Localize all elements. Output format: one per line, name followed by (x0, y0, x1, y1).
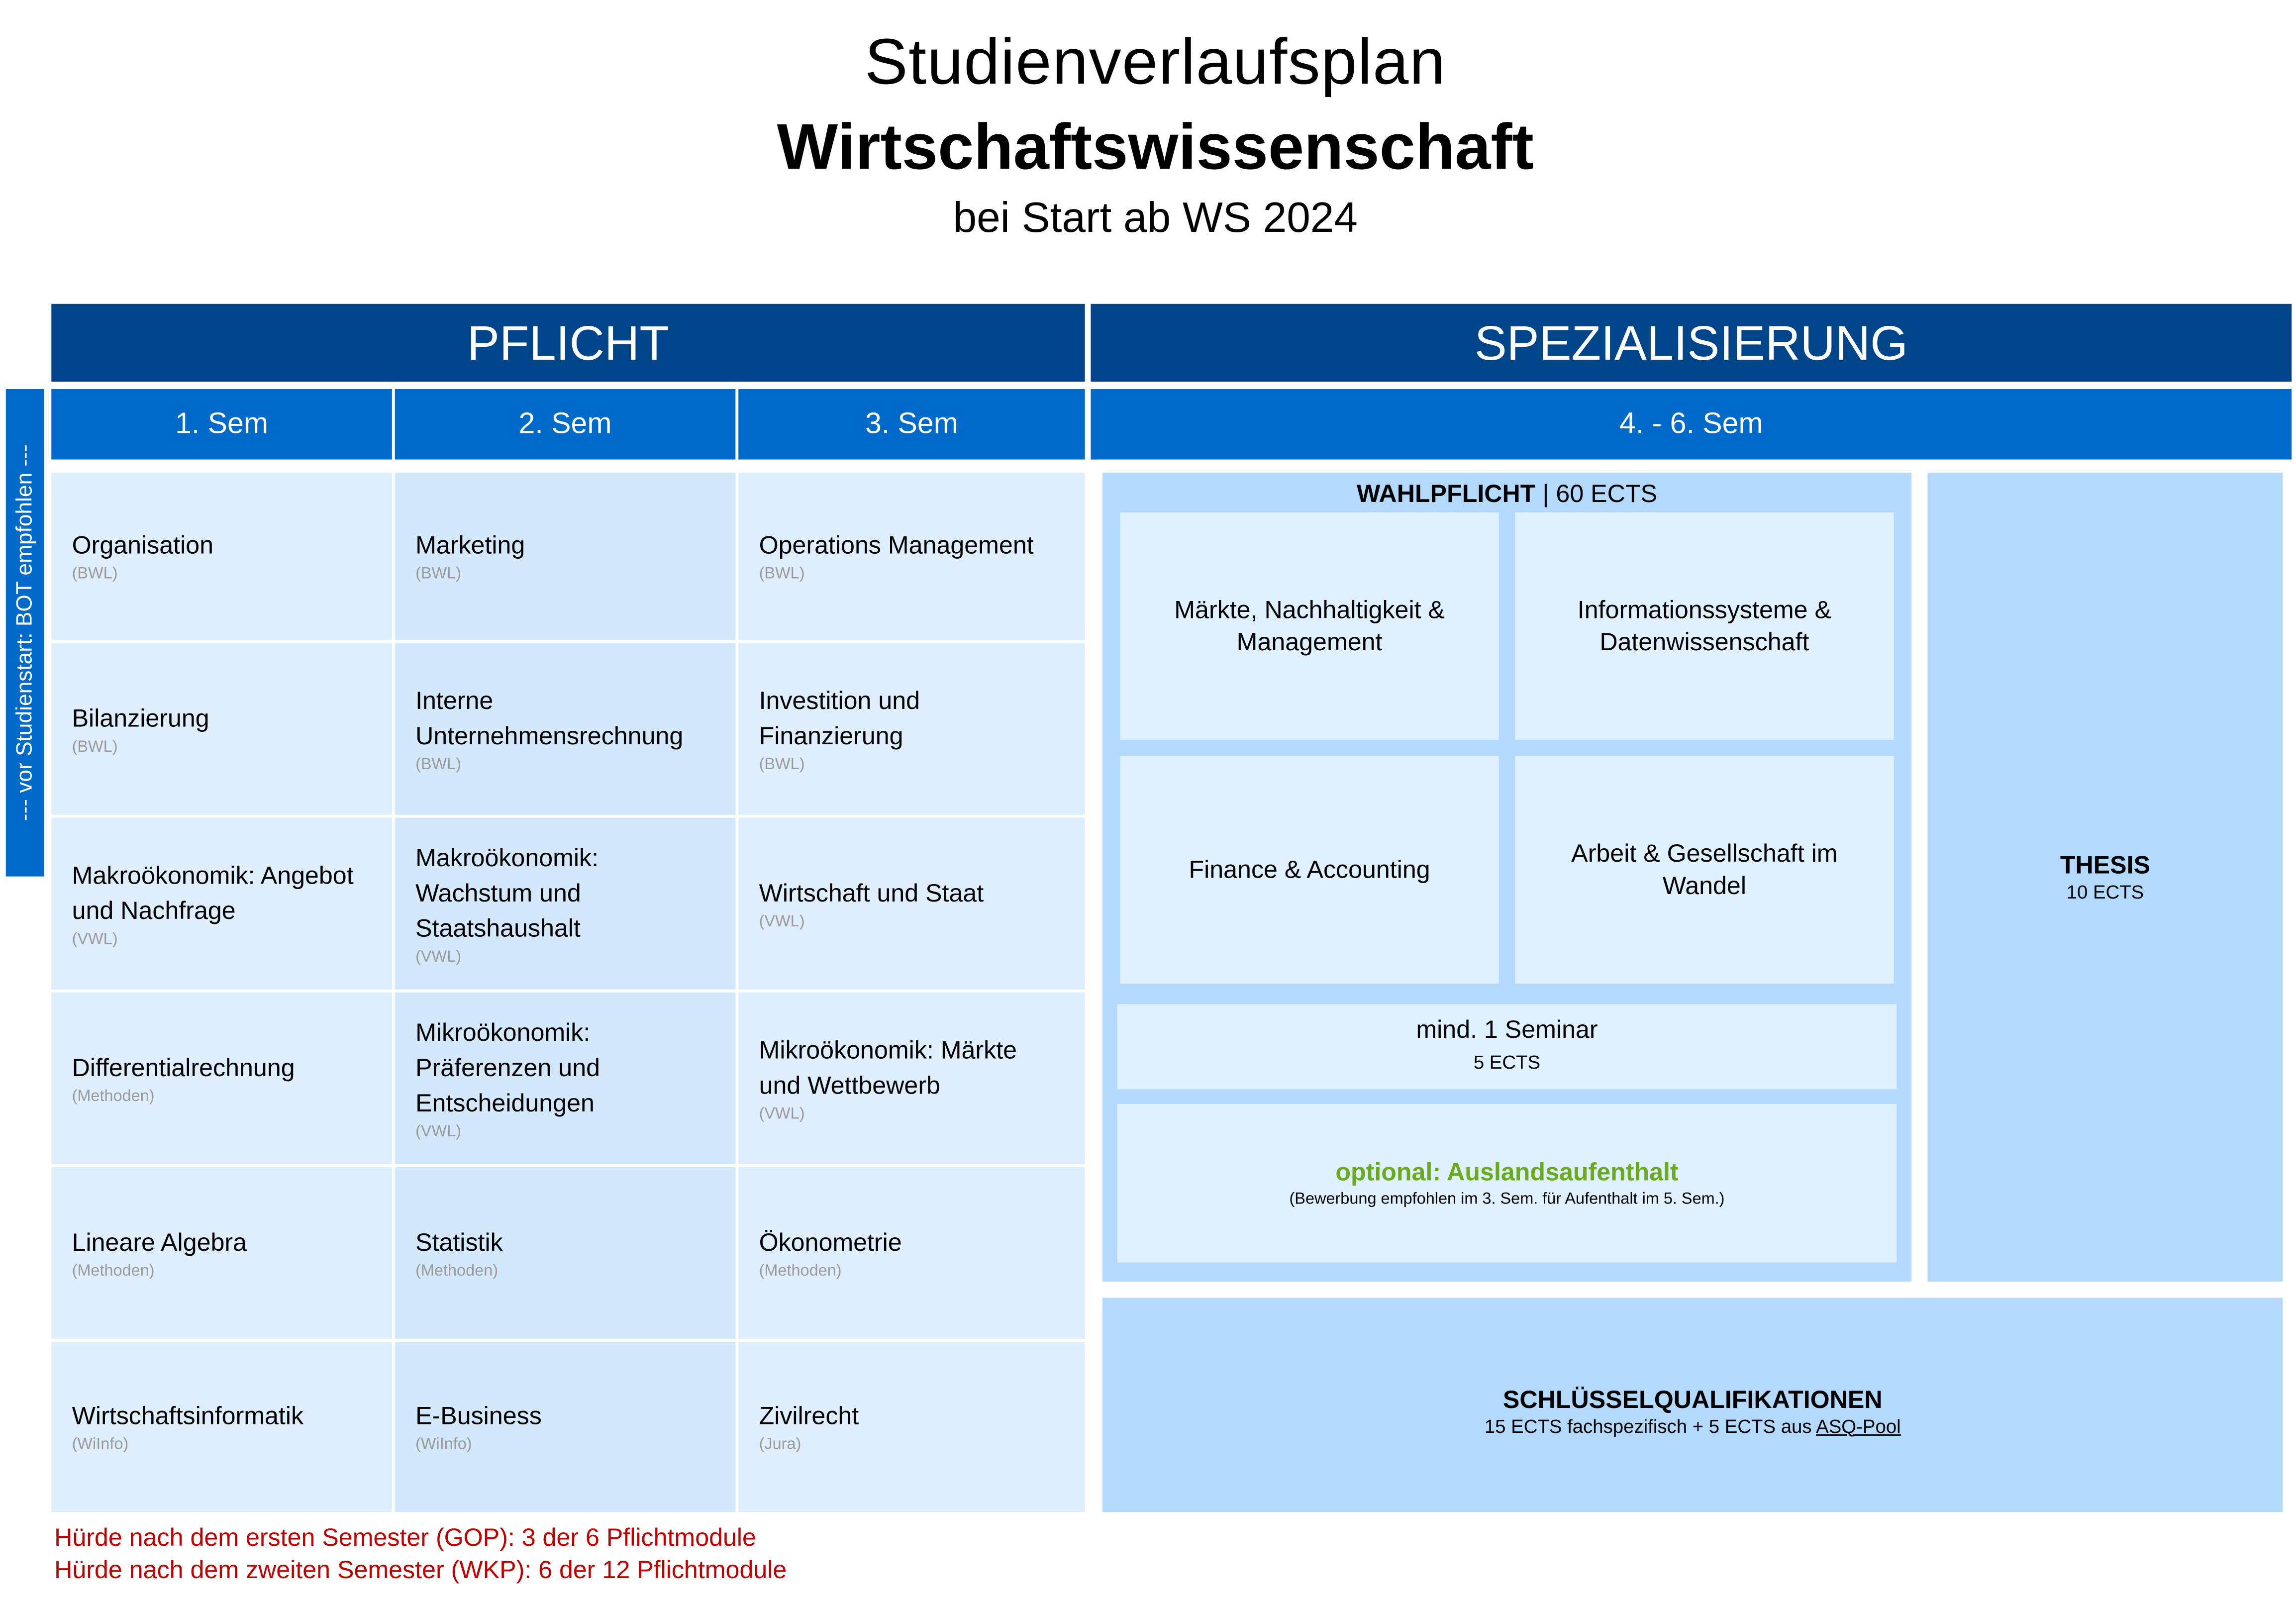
module-cell: Wirtschaft und Staat (VWL) (738, 817, 1085, 990)
module-cell: Mikroökonomik: Präferenzen und Entscheid… (395, 992, 736, 1164)
area-label: Märkte, Nachhaltigkeit & Management (1174, 595, 1445, 656)
module-cell: E-Business (WiInfo) (395, 1342, 736, 1512)
module-area: (Methoden) (415, 1262, 499, 1280)
separator: | (1542, 480, 1549, 508)
module-name: Statistik (415, 1228, 503, 1256)
module-name: Zivilrecht (759, 1402, 859, 1430)
module-cell: Bilanzierung (BWL) (51, 643, 392, 815)
seminar-box: mind. 1 Seminar 5 ECTS (1117, 1004, 1897, 1090)
module-name: Organisation (72, 531, 214, 560)
subtitle: bei Start ab WS 2024 (953, 195, 1358, 242)
schluesselqualifikationen-box: SCHLÜSSELQUALIFIKATIONEN 15 ECTS fachspe… (1102, 1298, 2283, 1512)
abroad-label: optional: Auslandsaufenthalt (1335, 1157, 1679, 1186)
module-area: (WiInfo) (415, 1435, 472, 1454)
module-area: (VWL) (759, 1104, 805, 1122)
module-cell: Ökonometrie (Methoden) (738, 1167, 1085, 1339)
semester-2-header: 2. Sem (395, 389, 736, 460)
thesis-ects: 10 ECTS (2066, 881, 2144, 903)
seminar-label: mind. 1 Seminar (1416, 1015, 1598, 1044)
module-name: E-Business (415, 1402, 542, 1430)
area-maerkte: Märkte, Nachhaltigkeit & Management (1120, 512, 1499, 740)
module-cell: Zivilrecht (Jura) (738, 1342, 1085, 1512)
module-cell: Makroökonomik: Wachstum und Staatshausha… (395, 817, 736, 990)
module-cell: Makroökonomik: Angebot und Nachfrage (VWL… (51, 817, 392, 990)
area-label: Arbeit & Gesellschaft im Wandel (1571, 839, 1838, 900)
module-area: (VWL) (759, 912, 805, 930)
title-line-2: Wirtschaftswissenschaft (777, 111, 1534, 184)
schluessel-text: 15 ECTS fachspezifisch + 5 ECTS aus (1484, 1414, 1812, 1437)
module-cell: Statistik (Methoden) (395, 1167, 736, 1339)
module-cell: Wirtschaftsinformatik (WiInfo) (51, 1342, 392, 1512)
side-note: --- vor Studienstart: BOT empfohlen --- (12, 444, 38, 821)
module-name: Interne Unternehmensrechnung (415, 686, 684, 750)
module-name: Ökonometrie (759, 1228, 902, 1256)
seminar-ects: 5 ECTS (1473, 1051, 1541, 1074)
semester-3-header: 3. Sem (738, 389, 1085, 460)
module-cell: Mikroökonomik: Märkte und Wettbewerb (VWL… (738, 992, 1085, 1164)
module-area: (WiInfo) (72, 1435, 129, 1454)
module-cell: Interne Unternehmensrechnung (BWL) (395, 643, 736, 815)
header-spezialisierung: SPEZIALISIERUNG (1091, 303, 2292, 382)
module-area: (Methoden) (759, 1262, 842, 1280)
area-label: Finance & Accounting (1189, 855, 1430, 883)
module-area: (Methoden) (72, 1262, 155, 1280)
module-name: Wirtschaft und Staat (759, 879, 984, 907)
wahlpflicht-ects: 60 ECTS (1556, 480, 1657, 508)
area-finance: Finance & Accounting (1120, 756, 1499, 984)
module-name: Mikroökonomik: Märkte und Wettbewerb (759, 1035, 1017, 1099)
hurdle-gop: Hürde nach dem ersten Semester (GOP): 3 … (54, 1523, 756, 1552)
module-name: Wirtschaftsinformatik (72, 1402, 304, 1430)
abroad-note: (Bewerbung empfohlen im 3. Sem. für Aufe… (1289, 1190, 1725, 1208)
wahlpflicht-label: WAHLPFLICHT (1356, 480, 1536, 508)
module-area: (VWL) (72, 930, 118, 948)
module-area: (VWL) (415, 947, 462, 966)
area-informationssysteme: Informationssysteme & Datenwissenschaft (1515, 512, 1894, 740)
module-area: (BWL) (415, 755, 462, 773)
side-note-bar: --- vor Studienstart: BOT empfohlen --- (5, 389, 44, 877)
module-name: Lineare Algebra (72, 1228, 247, 1256)
thesis-label: THESIS (2060, 851, 2151, 880)
abroad-box: optional: Auslandsaufenthalt (Bewerbung … (1117, 1104, 1897, 1263)
module-area: (Methoden) (72, 1087, 155, 1105)
module-name: Makroökonomik: Wachstum und Staatshausha… (415, 843, 599, 942)
module-name: Mikroökonomik: Präferenzen und Entscheid… (415, 1018, 600, 1117)
module-area: (BWL) (759, 565, 805, 583)
semester-4-6-header: 4. - 6. Sem (1091, 389, 2292, 460)
schluessel-label: SCHLÜSSELQUALIFIKATIONEN (1502, 1385, 1883, 1413)
module-cell: Lineare Algebra (Methoden) (51, 1167, 392, 1339)
module-name: Differentialrechnung (72, 1053, 295, 1082)
module-cell: Organisation (BWL) (51, 473, 392, 640)
module-name: Investition und Finanzierung (759, 686, 920, 750)
module-cell: Operations Management (BWL) (738, 473, 1085, 640)
module-name: Marketing (415, 531, 525, 560)
module-name: Makroökonomik: Angebot und Nachfrage (72, 861, 354, 924)
title-line-1: Studienverlaufsplan (865, 26, 1446, 99)
module-area: (BWL) (759, 755, 805, 773)
module-area: (BWL) (72, 565, 118, 583)
module-area: (BWL) (415, 565, 462, 583)
module-name: Operations Management (759, 531, 1034, 560)
module-area: (BWL) (72, 737, 118, 756)
hurdle-wkp: Hürde nach dem zweiten Semester (WKP): 6… (54, 1556, 787, 1584)
area-label: Informationssysteme & Datenwissenschaft (1577, 595, 1831, 656)
area-arbeit: Arbeit & Gesellschaft im Wandel (1515, 756, 1894, 984)
asq-pool-link[interactable]: ASQ-Pool (1816, 1414, 1901, 1437)
module-area: (VWL) (415, 1122, 462, 1140)
module-cell: Investition und Finanzierung (BWL) (738, 643, 1085, 815)
module-area: (Jura) (759, 1435, 801, 1454)
semester-1-header: 1. Sem (51, 389, 392, 460)
module-name: Bilanzierung (72, 703, 209, 732)
wahlpflicht-heading: WAHLPFLICHT | 60 ECTS (1102, 479, 1911, 511)
module-cell: Marketing (BWL) (395, 473, 736, 640)
header-pflicht: PFLICHT (51, 303, 1085, 382)
thesis-box: THESIS 10 ECTS (1927, 473, 2283, 1282)
module-cell: Differentialrechnung (Methoden) (51, 992, 392, 1164)
